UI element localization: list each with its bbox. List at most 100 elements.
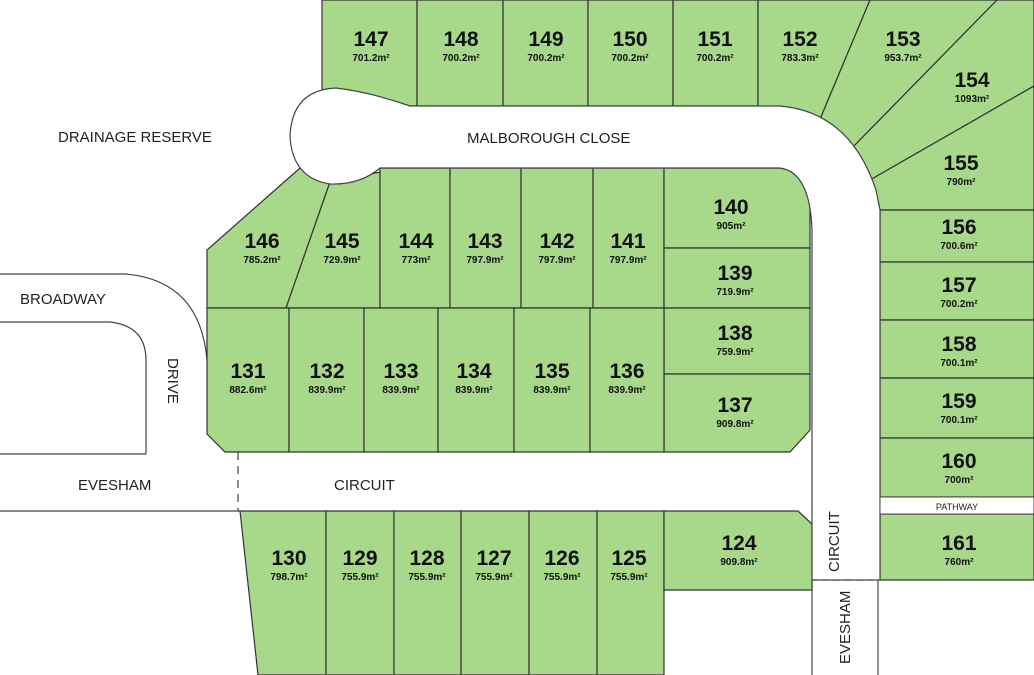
lot-149[interactable]: 149 700.2m² <box>502 0 589 107</box>
lot-137-number: 137 <box>717 394 752 417</box>
lot-126-area: 755.9m² <box>543 572 581 583</box>
lot-129-shape[interactable] <box>325 510 395 675</box>
lot-133[interactable]: 133 839.9m² <box>363 307 439 453</box>
lot-131-area: 882.6m² <box>229 385 267 396</box>
lot-126-number: 126 <box>544 547 579 570</box>
lot-151-number: 151 <box>697 28 732 51</box>
lot-138[interactable]: 138 759.9m² <box>663 307 811 375</box>
lots-layer: 147 701.2m² 148 700.2m² 149 700.2m² 150700.2m²… <box>206 0 1034 675</box>
lot-135-number: 135 <box>534 360 569 383</box>
lot-138-number: 138 <box>717 322 752 345</box>
lot-125-shape[interactable] <box>596 510 665 675</box>
lot-130-area: 798.7m² <box>270 572 308 583</box>
lot-159-number: 159 <box>941 390 976 413</box>
lot-131-number: 131 <box>230 360 265 383</box>
lot-151[interactable]: 151 700.2m² <box>672 0 759 107</box>
lot-148-number: 148 <box>443 28 478 51</box>
lot-126-shape[interactable] <box>528 510 598 675</box>
lot-136-number: 136 <box>609 360 644 383</box>
lot-159-area: 700.1m² <box>940 415 978 426</box>
lot-149-number: 149 <box>528 28 563 51</box>
lot-125[interactable]: 125 755.9m² <box>596 510 665 675</box>
lot-153-number: 153 <box>885 28 920 51</box>
lot-140-number: 140 <box>713 196 748 219</box>
lot-156-number: 156 <box>941 216 976 239</box>
lot-136[interactable]: 136 839.9m² <box>589 307 665 453</box>
lot-142[interactable]: 142 797.9m² <box>520 167 594 309</box>
lot-137-area: 909.8m² <box>716 419 754 430</box>
lot-151-area: 700.2m² <box>696 53 734 64</box>
lot-125-area: 755.9m² <box>610 572 648 583</box>
evesham-label: EVESHAM <box>78 477 151 494</box>
lot-136-shape[interactable] <box>589 307 665 453</box>
lot-156-area: 700.6m² <box>940 241 978 252</box>
lot-133-area: 839.9m² <box>382 385 420 396</box>
lot-148[interactable]: 148 700.2m² <box>416 0 504 107</box>
lot-147-area: 701.2m² <box>352 53 390 64</box>
lot-142-area: 797.9m² <box>538 255 576 266</box>
road-labels: DRAINAGE RESERVE MALBOROUGH CLOSE BROADW… <box>20 129 978 664</box>
lot-128[interactable]: 128 755.9m² <box>393 510 462 675</box>
drainage-reserve-label: DRAINAGE RESERVE <box>58 129 212 146</box>
lot-125-number: 125 <box>611 547 646 570</box>
lot-127-area: 755.9m² <box>475 572 513 583</box>
lot-128-number: 128 <box>409 547 444 570</box>
lot-145-number: 145 <box>324 230 359 253</box>
lot-137[interactable]: 137 909.8m² <box>663 373 811 453</box>
lot-128-area: 755.9m² <box>408 572 446 583</box>
lot-136-area: 839.9m² <box>608 385 646 396</box>
broadway-label: BROADWAY <box>20 291 106 308</box>
lot-127-shape[interactable] <box>460 510 530 675</box>
lot-153-area: 953.7m² <box>884 53 922 64</box>
lot-142-number: 142 <box>539 230 574 253</box>
lot-154-number: 154 <box>954 69 989 92</box>
lot-126[interactable]: 126 755.9m² <box>528 510 598 675</box>
lot-141-area: 797.9m² <box>609 255 647 266</box>
lot-146-area: 785.2m² <box>243 255 281 266</box>
lot-147-number: 147 <box>353 28 388 51</box>
lot-159[interactable]: 159 700.1m² <box>879 377 1034 439</box>
lot-156[interactable]: 156 700.6m² <box>879 209 1034 263</box>
lot-138-area: 759.9m² <box>716 347 754 358</box>
lot-155-area: 790m² <box>947 177 977 188</box>
lot-132-area: 839.9m² <box>308 385 346 396</box>
lot-143-number: 143 <box>467 230 502 253</box>
lot-139-area: 719.9m² <box>716 287 754 298</box>
lot-133-number: 133 <box>383 360 418 383</box>
lot-154-area: 1093m² <box>955 94 990 105</box>
lot-144-area: 773m² <box>402 255 432 266</box>
lot-161-area: 760m² <box>945 557 975 568</box>
lot-130-shape[interactable] <box>239 510 327 675</box>
lot-160-area: 700m² <box>945 475 975 486</box>
lot-131[interactable]: 131 882.6m² <box>206 307 290 453</box>
lot-148-area: 700.2m² <box>442 53 480 64</box>
lot-124-number: 124 <box>721 532 756 555</box>
lot-131-shape[interactable] <box>206 307 290 453</box>
lot-134-number: 134 <box>456 360 491 383</box>
road-edges <box>0 273 879 675</box>
lot-149-area: 700.2m² <box>527 53 565 64</box>
lot-158-area: 700.1m² <box>940 358 978 369</box>
lot-129-area: 755.9m² <box>341 572 379 583</box>
evesham-vertical-label: EVESHAM <box>837 591 854 664</box>
lot-128-shape[interactable] <box>393 510 462 675</box>
